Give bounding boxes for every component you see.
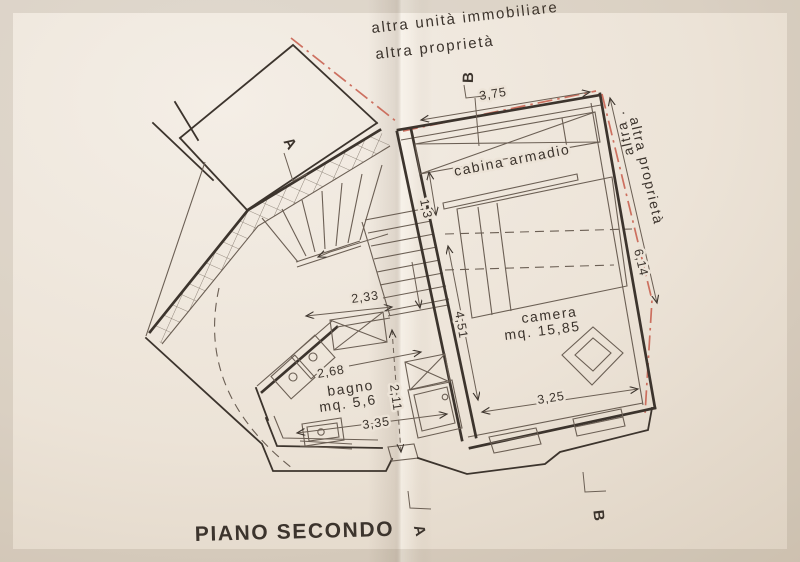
ceiling-height-lines <box>444 228 633 271</box>
closet-front <box>442 173 579 210</box>
hatched-wall-band <box>148 128 391 345</box>
dim-bagno-width: 3,35 <box>361 414 390 432</box>
staircase <box>261 164 450 317</box>
stairs-down-arrow <box>411 261 420 308</box>
stairs-direction-arrow <box>318 233 389 257</box>
section-b-top: B <box>460 71 477 83</box>
dim-bagno-passage: 2,11 <box>387 383 405 411</box>
section-a-bottom: A <box>410 523 429 539</box>
dim-cabina-width: 1,3 <box>417 198 435 220</box>
sink <box>290 334 336 380</box>
bedroom-windows <box>488 408 626 454</box>
exterior-terrace-outline <box>144 336 654 475</box>
sink <box>270 354 316 400</box>
dimension-annotations: 3,75 1,3 2,33 4,51 2,68 2,11 3,35 3,25 6… <box>297 82 657 452</box>
corner-furniture <box>561 326 624 386</box>
adjacent-unit-outline <box>145 43 379 469</box>
dim-landing-width: 2,33 <box>350 288 379 306</box>
section-b-bottom: B <box>589 509 607 523</box>
projection-arc <box>214 287 293 469</box>
floor-title: PIANO SECONDO <box>195 518 395 546</box>
